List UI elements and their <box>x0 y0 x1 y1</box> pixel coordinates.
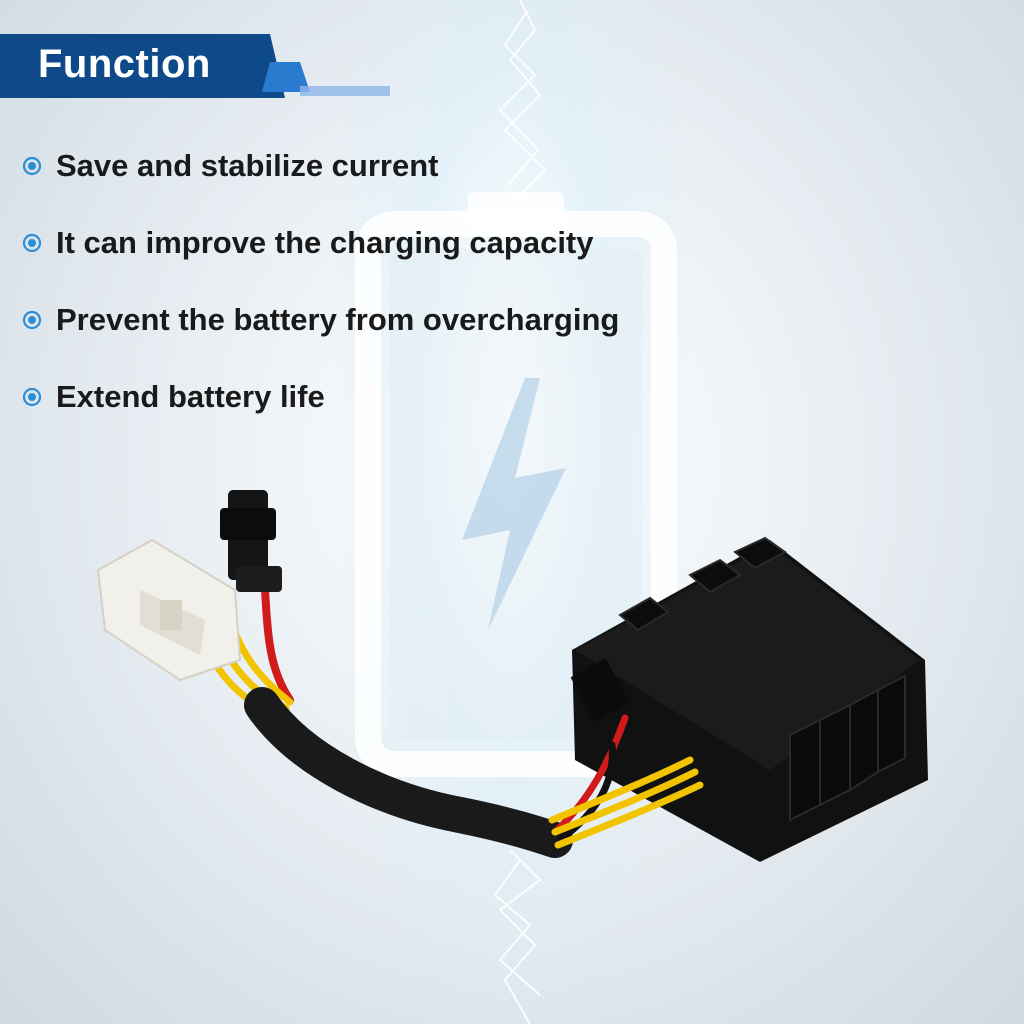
feature-text: Extend battery life <box>56 379 325 414</box>
banner-shape <box>0 34 390 98</box>
target-bullet-icon <box>22 387 42 407</box>
function-banner: Function <box>0 34 390 98</box>
black-connector <box>220 490 282 592</box>
list-item: It can improve the charging capacity <box>22 219 722 267</box>
target-bullet-icon <box>22 310 42 330</box>
list-item: Extend battery life <box>22 373 722 421</box>
feature-text: Prevent the battery from overcharging <box>56 302 620 337</box>
battery-charging-icon <box>355 192 677 777</box>
target-bullet-icon <box>22 233 42 253</box>
feature-text: Save and stabilize current <box>56 148 439 183</box>
feature-text: It can improve the charging capacity <box>56 225 594 260</box>
list-item: Save and stabilize current <box>22 142 722 190</box>
page-title: Function <box>38 42 211 86</box>
feature-list: Save and stabilize current It can improv… <box>22 142 722 450</box>
lightning-bolt-icon <box>462 378 566 630</box>
regulator-body <box>570 536 928 862</box>
electric-streak-icon <box>493 0 547 1024</box>
list-item: Prevent the battery from overcharging <box>22 296 722 344</box>
white-connector <box>96 538 242 682</box>
target-bullet-icon <box>22 156 42 176</box>
